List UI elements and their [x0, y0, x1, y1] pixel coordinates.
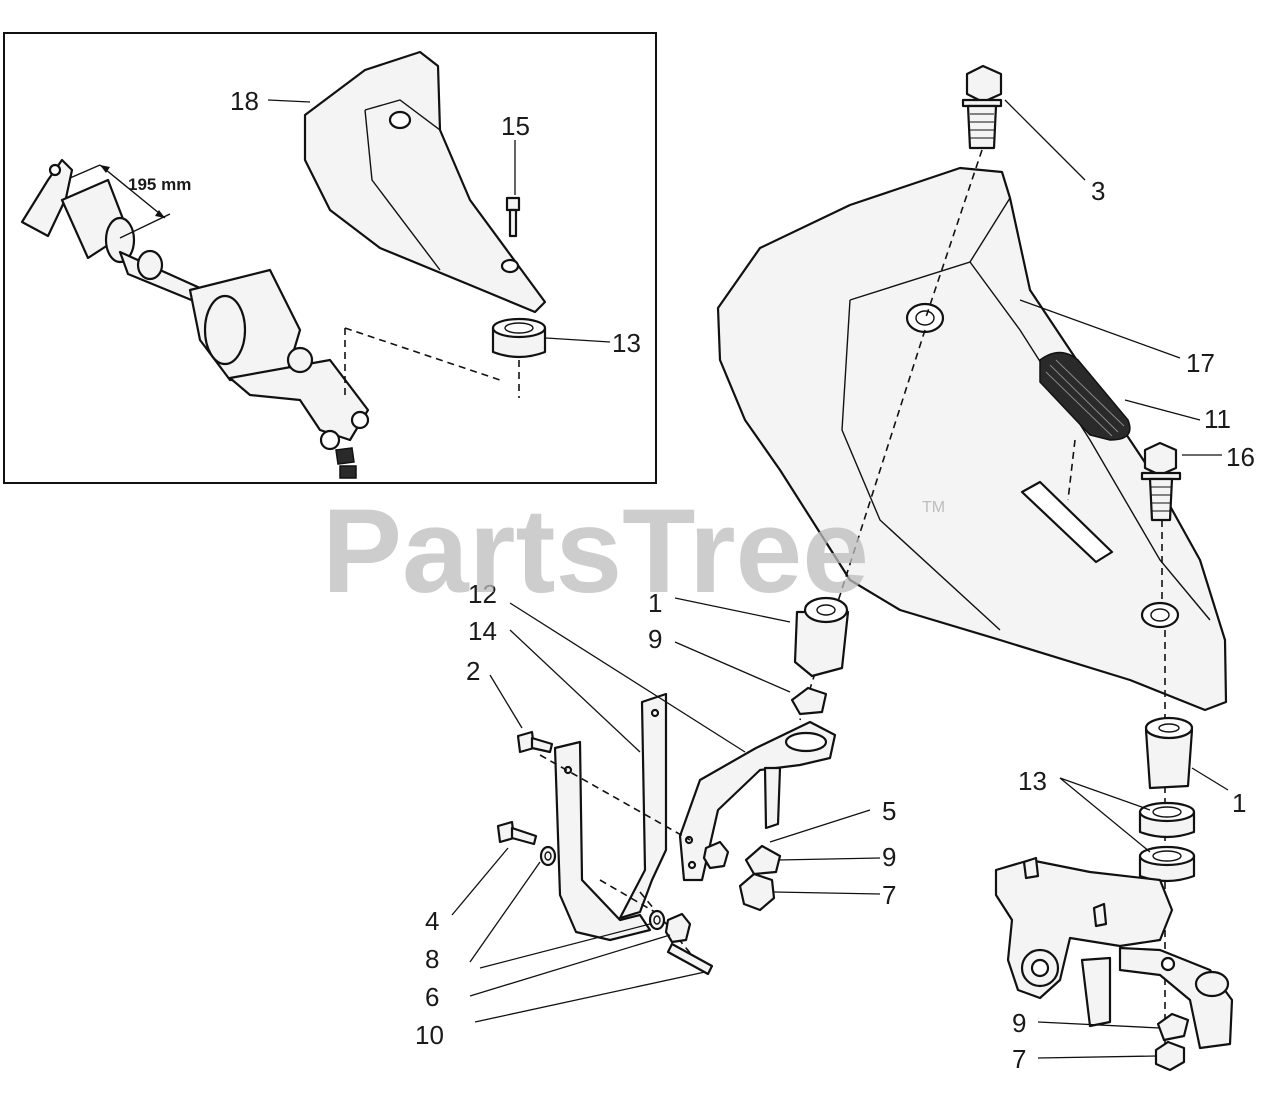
lock-washer-part-9-upper	[790, 686, 828, 716]
bracket-part-12	[678, 720, 837, 882]
callout-7: 7	[882, 880, 896, 910]
dimension-marker: 195 mm	[69, 164, 191, 239]
callout-1: 1	[648, 588, 662, 618]
callout-16: 16	[1226, 442, 1255, 472]
bolt-part-4	[496, 820, 538, 846]
bolt-part-16	[1140, 441, 1182, 522]
nut-part-5	[702, 840, 730, 870]
spacer-part-1-upper	[793, 596, 850, 678]
callout-15: 15	[501, 111, 530, 141]
dimension-label: 195 mm	[128, 175, 191, 194]
callout-7-lower: 7	[1012, 1044, 1026, 1074]
bolt-part-3	[961, 64, 1003, 150]
callout-10: 10	[415, 1020, 444, 1050]
watermark: PartsTree TM	[322, 484, 945, 618]
steering-knuckle-assembly	[994, 856, 1234, 1050]
callout-3: 3	[1091, 176, 1105, 206]
spacer-part-1-lower	[1144, 716, 1194, 790]
inset-assembly-line	[344, 327, 520, 400]
callout-12: 12	[468, 579, 497, 609]
leader-lines	[267, 99, 1229, 1059]
main-assembly-lines	[799, 149, 1166, 1070]
foot-pad-part-11	[1039, 351, 1131, 441]
inset-frame	[3, 32, 657, 484]
lock-washer-part-9-lower	[1156, 1012, 1190, 1042]
washer-part-8-upper	[539, 845, 557, 867]
callout-13-lower: 13	[1018, 766, 1047, 796]
watermark-brand: PartsTree	[322, 484, 869, 618]
callout-11: 11	[1204, 404, 1231, 434]
callout-9-middle: 9	[882, 842, 896, 872]
callout-2: 2	[466, 656, 480, 686]
lock-washer-part-9-middle	[744, 844, 782, 876]
pin-part-10	[666, 942, 714, 976]
nut-part-7-lower	[1154, 1040, 1186, 1072]
watermark-trademark: TM	[922, 499, 945, 516]
callout-5: 5	[882, 796, 896, 826]
bushing-part-13-lower	[1138, 845, 1196, 883]
inset-cover-part-18	[303, 50, 547, 314]
callout-9-lower: 9	[1012, 1008, 1026, 1038]
nut-part-6	[664, 912, 692, 944]
inset-gearbox-assembly	[20, 158, 370, 479]
callout-17: 17	[1186, 348, 1215, 378]
callout-1-lower: 1	[1232, 788, 1246, 818]
callout-14: 14	[468, 616, 497, 646]
callout-labels: 18 15 13 3 17 11 16 1 9 12 14 2 5 9 7 4 …	[230, 86, 1255, 1074]
shield-part-17	[716, 166, 1228, 712]
callout-4: 4	[425, 906, 439, 936]
callout-6: 6	[425, 982, 439, 1012]
bushing-part-13-upper	[1138, 801, 1196, 839]
washer-part-8-lower	[648, 909, 666, 931]
callout-9: 9	[648, 624, 662, 654]
callout-13: 13	[612, 328, 641, 358]
callout-8: 8	[425, 944, 439, 974]
inset-bolt-part-15	[505, 196, 521, 238]
bolt-part-2	[516, 730, 554, 754]
inset-bushing-part-13	[491, 317, 547, 359]
bracket-part-14	[553, 692, 668, 942]
callout-18: 18	[230, 86, 259, 116]
nut-part-7-middle	[738, 872, 776, 912]
